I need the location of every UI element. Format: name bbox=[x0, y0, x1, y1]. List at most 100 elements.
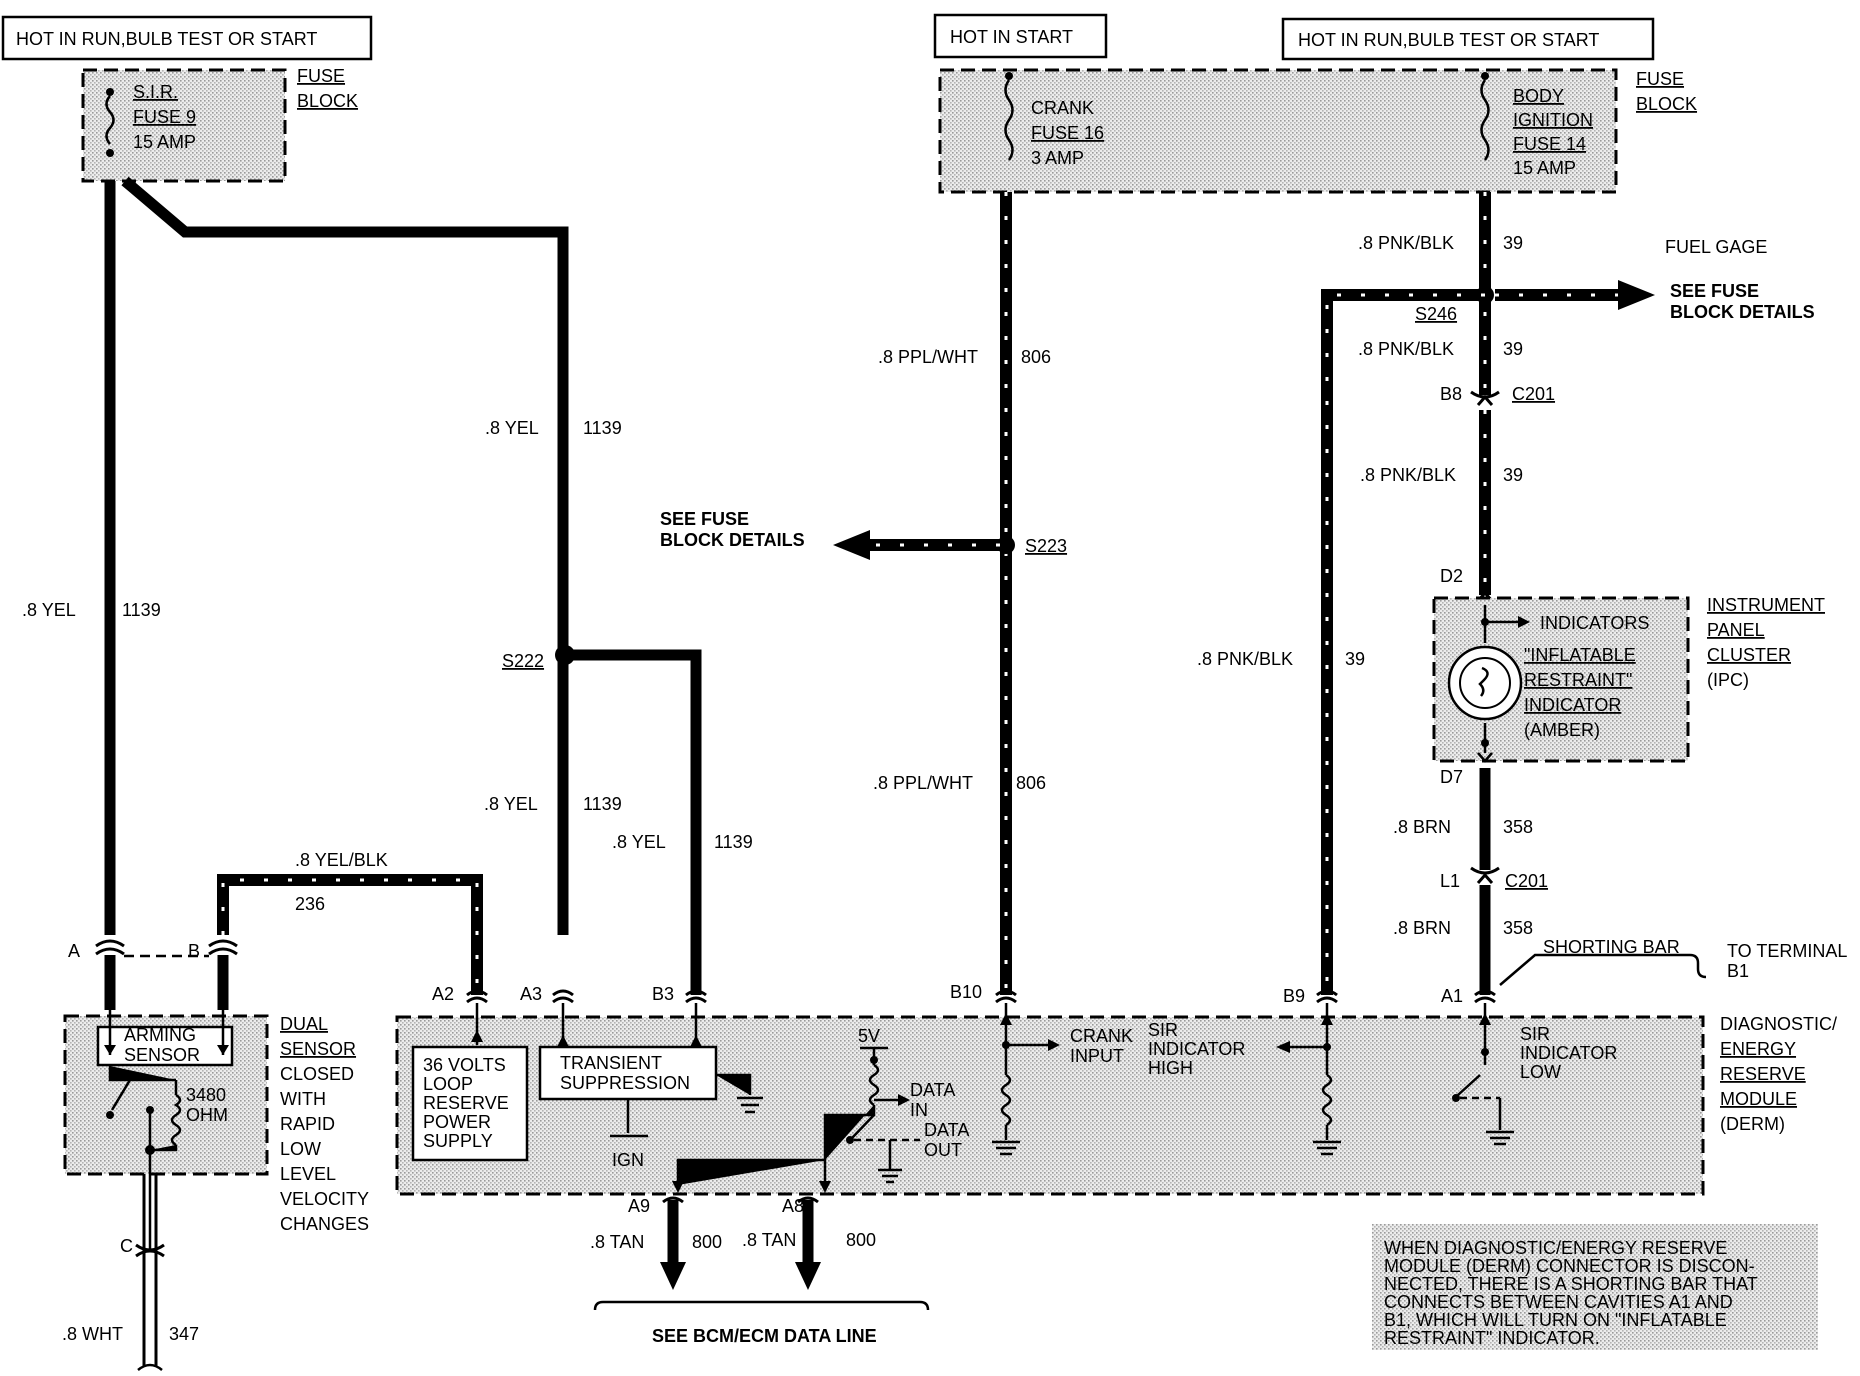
s223-label: S223 bbox=[1025, 536, 1067, 556]
pin-b10 bbox=[995, 989, 1017, 1004]
svg-text:B1, WHICH WILL TURN ON "INFLAT: B1, WHICH WILL TURN ON "INFLATABLE bbox=[1384, 1310, 1727, 1330]
svg-text:INDICATOR: INDICATOR bbox=[1148, 1039, 1245, 1059]
svg-text:SUPPLY: SUPPLY bbox=[423, 1131, 493, 1151]
fuse-sir-9: S.I.R. FUSE 9 15 AMP bbox=[105, 82, 196, 157]
svg-text:MODULE: MODULE bbox=[1720, 1089, 1797, 1109]
shorting-bar-note: WHEN DIAGNOSTIC/ENERGY RESERVE MODULE (D… bbox=[1372, 1224, 1818, 1350]
svg-text:.8 YEL: .8 YEL bbox=[612, 832, 666, 852]
svg-text:BLOCK: BLOCK bbox=[297, 91, 358, 111]
svg-text:800: 800 bbox=[846, 1230, 876, 1250]
ipc-label: INSTRUMENT PANEL CLUSTER (IPC) bbox=[1707, 595, 1825, 690]
svg-text:.8 PNK/BLK: .8 PNK/BLK bbox=[1358, 339, 1454, 359]
svg-text:3480: 3480 bbox=[186, 1085, 226, 1105]
svg-text:B8: B8 bbox=[1440, 384, 1462, 404]
s246-label: S246 bbox=[1415, 304, 1457, 324]
shorting-bar-leader bbox=[1499, 953, 1707, 986]
ground-icon bbox=[737, 1096, 763, 1114]
svg-text:FUSE 9: FUSE 9 bbox=[133, 107, 196, 127]
svg-text:CHANGES: CHANGES bbox=[280, 1214, 369, 1234]
svg-text:INDICATORS: INDICATORS bbox=[1540, 613, 1649, 633]
svg-text:POWER: POWER bbox=[423, 1112, 491, 1132]
svg-text:WITH: WITH bbox=[280, 1089, 326, 1109]
svg-text:LOW: LOW bbox=[1520, 1062, 1561, 1082]
svg-text:ARMING: ARMING bbox=[124, 1025, 196, 1045]
wire-1139 bbox=[104, 176, 702, 995]
fuel-gage-label: FUEL GAGE bbox=[1665, 237, 1767, 257]
svg-text:1139: 1139 bbox=[583, 794, 622, 814]
svg-text:ENERGY: ENERGY bbox=[1720, 1039, 1796, 1059]
dual-sensor-internals: ARMING SENSOR 3480 OHM bbox=[96, 955, 234, 1250]
fuse-body-ignition-14: BODY IGNITION FUSE 14 15 AMP bbox=[1480, 72, 1593, 178]
connectors-a-b bbox=[95, 939, 238, 958]
svg-text:RESERVE: RESERVE bbox=[423, 1093, 509, 1113]
svg-text:MODULE (DERM) CONNECTOR IS DIS: MODULE (DERM) CONNECTOR IS DISCON- bbox=[1384, 1256, 1755, 1276]
svg-text:RESERVE: RESERVE bbox=[1720, 1064, 1806, 1084]
svg-text:VELOCITY: VELOCITY bbox=[280, 1189, 369, 1209]
svg-text:39: 39 bbox=[1503, 233, 1523, 253]
wire-39 bbox=[1321, 192, 1655, 995]
svg-text:36 VOLTS: 36 VOLTS bbox=[423, 1055, 506, 1075]
header-mid: HOT IN START bbox=[933, 13, 1108, 59]
svg-text:A1: A1 bbox=[1441, 986, 1463, 1006]
wire-236 bbox=[217, 874, 483, 995]
svg-text:SEE FUSE: SEE FUSE bbox=[1670, 281, 1759, 301]
fuse-block-label-right: FUSE bbox=[1636, 69, 1684, 89]
ground-icon bbox=[878, 1168, 902, 1184]
svg-text:CLUSTER: CLUSTER bbox=[1707, 645, 1791, 665]
svg-text:INDICATOR: INDICATOR bbox=[1520, 1043, 1617, 1063]
svg-text:C: C bbox=[120, 1236, 133, 1256]
svg-text:.8 PNK/BLK: .8 PNK/BLK bbox=[1197, 649, 1293, 669]
svg-text:.8 WHT: .8 WHT bbox=[62, 1324, 123, 1344]
s222-label: S222 bbox=[502, 651, 544, 671]
svg-text:347: 347 bbox=[169, 1324, 199, 1344]
svg-text:HOT IN RUN,BULB TEST OR START: HOT IN RUN,BULB TEST OR START bbox=[16, 29, 317, 49]
svg-text:C201: C201 bbox=[1512, 384, 1555, 404]
fuse-crank-16: CRANK FUSE 16 3 AMP bbox=[1004, 72, 1104, 168]
svg-text:.8 PNK/BLK: .8 PNK/BLK bbox=[1358, 233, 1454, 253]
svg-text:INDICATOR: INDICATOR bbox=[1524, 695, 1621, 715]
wire-347 bbox=[135, 1174, 165, 1371]
svg-text:.8 PPL/WHT: .8 PPL/WHT bbox=[878, 347, 978, 367]
svg-text:5V: 5V bbox=[858, 1026, 880, 1046]
svg-text:SHORTING BAR: SHORTING BAR bbox=[1543, 937, 1680, 957]
svg-text:A3: A3 bbox=[520, 984, 542, 1004]
svg-text:D2: D2 bbox=[1440, 566, 1463, 586]
splice-s223 bbox=[997, 536, 1015, 554]
svg-text:A2: A2 bbox=[432, 984, 454, 1004]
svg-text:.8 TAN: .8 TAN bbox=[590, 1232, 644, 1252]
ground-icon bbox=[992, 1140, 1020, 1156]
ground-icon bbox=[1486, 1130, 1514, 1146]
svg-text:INSTRUMENT: INSTRUMENT bbox=[1707, 595, 1825, 615]
svg-text:806: 806 bbox=[1016, 773, 1046, 793]
svg-text:SUPPRESSION: SUPPRESSION bbox=[560, 1073, 690, 1093]
svg-text:BLOCK: BLOCK bbox=[1636, 94, 1697, 114]
svg-text:IGN: IGN bbox=[612, 1150, 644, 1170]
svg-text:SIR: SIR bbox=[1520, 1024, 1550, 1044]
svg-text:HOT IN RUN,BULB TEST OR START: HOT IN RUN,BULB TEST OR START bbox=[1298, 30, 1599, 50]
svg-text:DATA: DATA bbox=[910, 1080, 955, 1100]
svg-text:A9: A9 bbox=[628, 1196, 650, 1216]
bcm-ecm-reference: SEE BCM/ECM DATA LINE bbox=[652, 1326, 877, 1346]
svg-text:L1: L1 bbox=[1440, 871, 1460, 891]
arrow-left-fuse-details bbox=[833, 530, 870, 560]
svg-text:358: 358 bbox=[1503, 918, 1533, 938]
svg-text:(IPC): (IPC) bbox=[1707, 670, 1749, 690]
svg-text:800: 800 bbox=[692, 1232, 722, 1252]
arrow-right-fuse-details bbox=[1618, 280, 1655, 310]
header-left: HOT IN RUN,BULB TEST OR START bbox=[1, 15, 373, 61]
svg-text:CRANK: CRANK bbox=[1070, 1026, 1133, 1046]
derm-pins bbox=[466, 989, 1496, 1004]
pin-a1 bbox=[1474, 989, 1496, 1004]
svg-text:B10: B10 bbox=[950, 982, 982, 1002]
svg-text:"INFLATABLE: "INFLATABLE bbox=[1524, 645, 1636, 665]
svg-text:SEE FUSE: SEE FUSE bbox=[660, 509, 749, 529]
svg-text:.8 YEL/BLK: .8 YEL/BLK bbox=[295, 850, 388, 870]
svg-text:1139: 1139 bbox=[122, 600, 161, 620]
wire-800 bbox=[593, 1196, 930, 1311]
svg-text:IN: IN bbox=[910, 1100, 928, 1120]
svg-text:IGNITION: IGNITION bbox=[1513, 110, 1593, 130]
svg-text:OHM: OHM bbox=[186, 1105, 228, 1125]
wire-806 bbox=[833, 192, 1015, 995]
svg-text:BLOCK DETAILS: BLOCK DETAILS bbox=[1670, 302, 1815, 322]
svg-text:.8 YEL: .8 YEL bbox=[484, 794, 538, 814]
